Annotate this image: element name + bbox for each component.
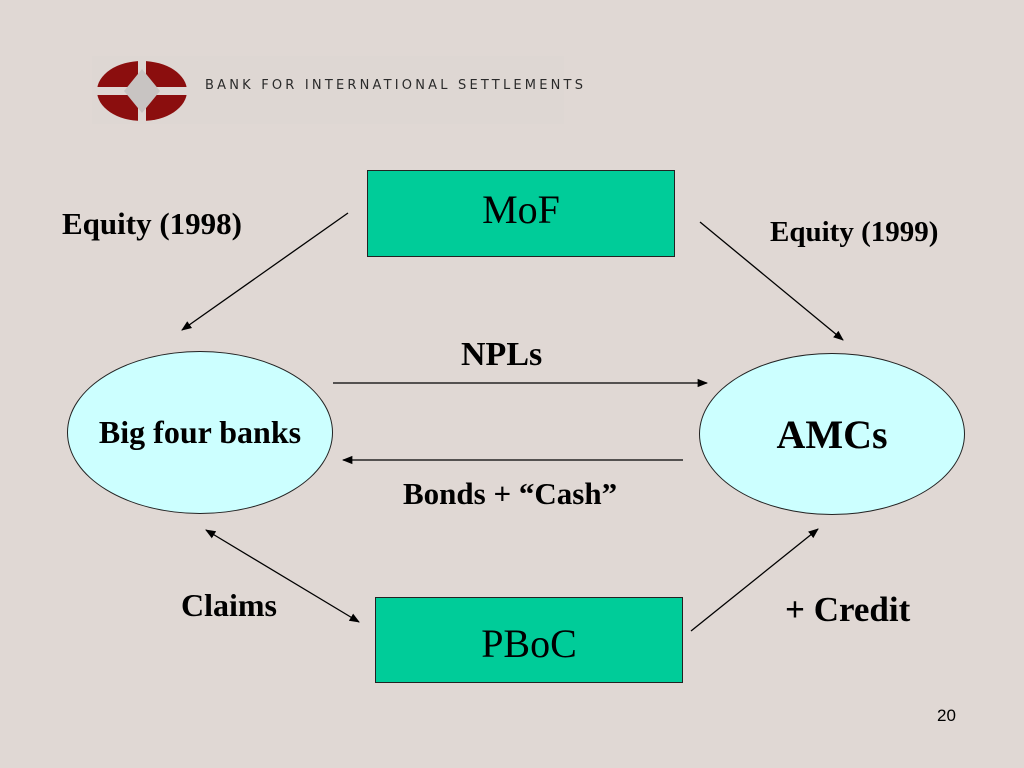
- equity-1999-label: Equity (1999): [770, 216, 939, 248]
- arrow-pboc-to-amcs: [690, 528, 819, 632]
- npls-label: NPLs: [461, 336, 543, 373]
- arrow-mof-to-banks: [181, 212, 349, 331]
- bis-logo-icon: [96, 60, 188, 122]
- page-number: 20: [937, 706, 956, 725]
- bonds-cash-label: Bonds + “Cash”: [403, 476, 618, 511]
- mof-box: MoF: [367, 170, 675, 257]
- arrow-mof-to-amcs: [699, 221, 844, 341]
- big-four-banks-node: Big four banks: [67, 351, 333, 514]
- arrow-banks-pboc: [205, 529, 360, 623]
- logo-text: BANK FOR INTERNATIONAL SETTLEMENTS: [205, 78, 587, 93]
- pboc-box: PBoC: [375, 597, 683, 683]
- equity-1998-label: Equity (1998): [62, 206, 242, 241]
- claims-label: Claims: [181, 587, 277, 623]
- credit-label: + Credit: [785, 590, 911, 629]
- amcs-node: AMCs: [699, 353, 965, 515]
